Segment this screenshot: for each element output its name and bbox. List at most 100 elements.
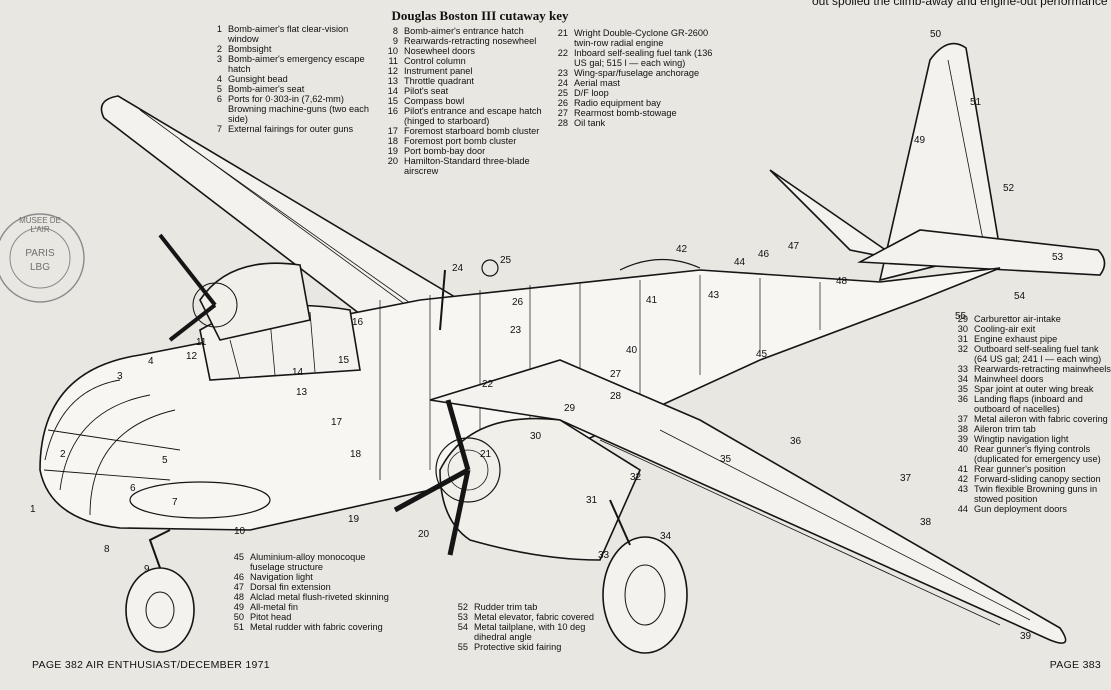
key-number: 28 [557, 118, 568, 128]
key-number: 46 [233, 572, 244, 582]
key-entry: 46 Navigation light [222, 572, 392, 582]
key-number: 48 [233, 592, 244, 602]
key-description: D/F loop [574, 88, 609, 98]
key-description: Rearwards-retracting nosewheel [404, 36, 537, 46]
callout-label: 17 [331, 417, 343, 428]
callout-label: 20 [418, 529, 430, 540]
callout-label: 39 [1020, 631, 1032, 642]
key-number: 26 [557, 98, 568, 108]
callout-label: 48 [836, 276, 848, 287]
callout-label: 7 [172, 497, 178, 508]
key-description: Gunsight bead [228, 74, 288, 84]
key-description: Outboard self-sealing fuel tank (64 US g… [974, 344, 1102, 364]
key-description: Forward-sliding canopy section [974, 474, 1101, 484]
footer-left: PAGE 382 AIR ENTHUSIAST/DECEMBER 1971 [32, 659, 270, 671]
key-number: 42 [957, 474, 968, 484]
key-number: 45 [233, 552, 244, 562]
callout-label: 10 [234, 526, 246, 537]
callout-label: 19 [348, 514, 360, 525]
key-number: 32 [957, 344, 968, 354]
key-description: Foremost starboard bomb cluster [404, 126, 540, 136]
callout-label: 11 [196, 337, 207, 348]
key-entry: 32 Outboard self-sealing fuel tank (64 US… [946, 344, 1111, 364]
key-number: 44 [957, 504, 968, 514]
key-entry: 17 Foremost starboard bomb cluster [376, 126, 556, 136]
key-number: 29 [957, 314, 968, 324]
callout-label: 21 [480, 449, 492, 460]
key-description: Metal elevator, fabric covered [474, 612, 595, 622]
key-description: Landing flaps (inboard and outboard of n… [974, 394, 1083, 414]
callout-label: 50 [930, 29, 942, 40]
key-description: Aluminium-alloy monocoque fuselage struc… [250, 552, 366, 572]
key-description: Twin flexible Browning guns in stowed po… [974, 484, 1098, 504]
callout-label: 37 [900, 473, 912, 484]
key-entry: 42 Forward-sliding canopy section [946, 474, 1111, 484]
key-description: Ports for 0·303-in (7,62-mm) Browning ma… [228, 94, 369, 124]
callout-label: 5 [162, 455, 168, 466]
key-number: 7 [216, 124, 222, 134]
key-number: 23 [557, 68, 568, 78]
callout-label: 3 [117, 371, 123, 382]
key-description: Bombsight [228, 44, 272, 54]
key-description: Rear gunner's flying controls (duplicate… [974, 444, 1101, 464]
key-description: All-metal fin [250, 602, 298, 612]
callout-label: 46 [758, 249, 770, 260]
key-description: Engine exhaust pipe [974, 334, 1058, 344]
key-description: Rudder trim tab [474, 602, 538, 612]
key-entry: 31 Engine exhaust pipe [946, 334, 1111, 344]
key-number: 5 [216, 84, 222, 94]
key-entry: 44 Gun deployment doors [946, 504, 1111, 514]
key-entry: 45 Aluminium-alloy monocoque fuselage str… [222, 552, 392, 572]
callout-label: 18 [350, 449, 362, 460]
callout-label: 26 [512, 297, 524, 308]
key-description: Inboard self-sealing fuel tank (136 US g… [574, 48, 713, 68]
callout-label: 55 [955, 311, 967, 322]
key-description: Hamilton-Standard three-blade airscrew [404, 156, 530, 176]
callout-label: 42 [676, 244, 688, 255]
key-description: Foremost port bomb cluster [404, 136, 517, 146]
key-description: Navigation light [250, 572, 313, 582]
callout-label: 38 [920, 517, 932, 528]
key-column-5: 45 Aluminium-alloy monocoque fuselage str… [222, 552, 392, 632]
key-description: Gun deployment doors [974, 504, 1067, 514]
key-description: Rearmost bomb-stowage [574, 108, 677, 118]
stamp-line-1: PARIS [25, 248, 55, 259]
callout-label: 45 [756, 349, 768, 360]
key-number: 17 [387, 126, 398, 136]
callout-label: 9 [144, 564, 150, 575]
callout-label: 4 [148, 356, 154, 367]
callout-label: 32 [630, 472, 642, 483]
key-description: Dorsal fin extension [250, 582, 331, 592]
callout-label: 15 [338, 355, 350, 366]
key-description: Bomb-aimer's emergency escape hatch [228, 54, 365, 74]
callout-label: 23 [510, 325, 522, 336]
key-number: 31 [957, 334, 968, 344]
key-description: Throttle quadrant [404, 76, 474, 86]
